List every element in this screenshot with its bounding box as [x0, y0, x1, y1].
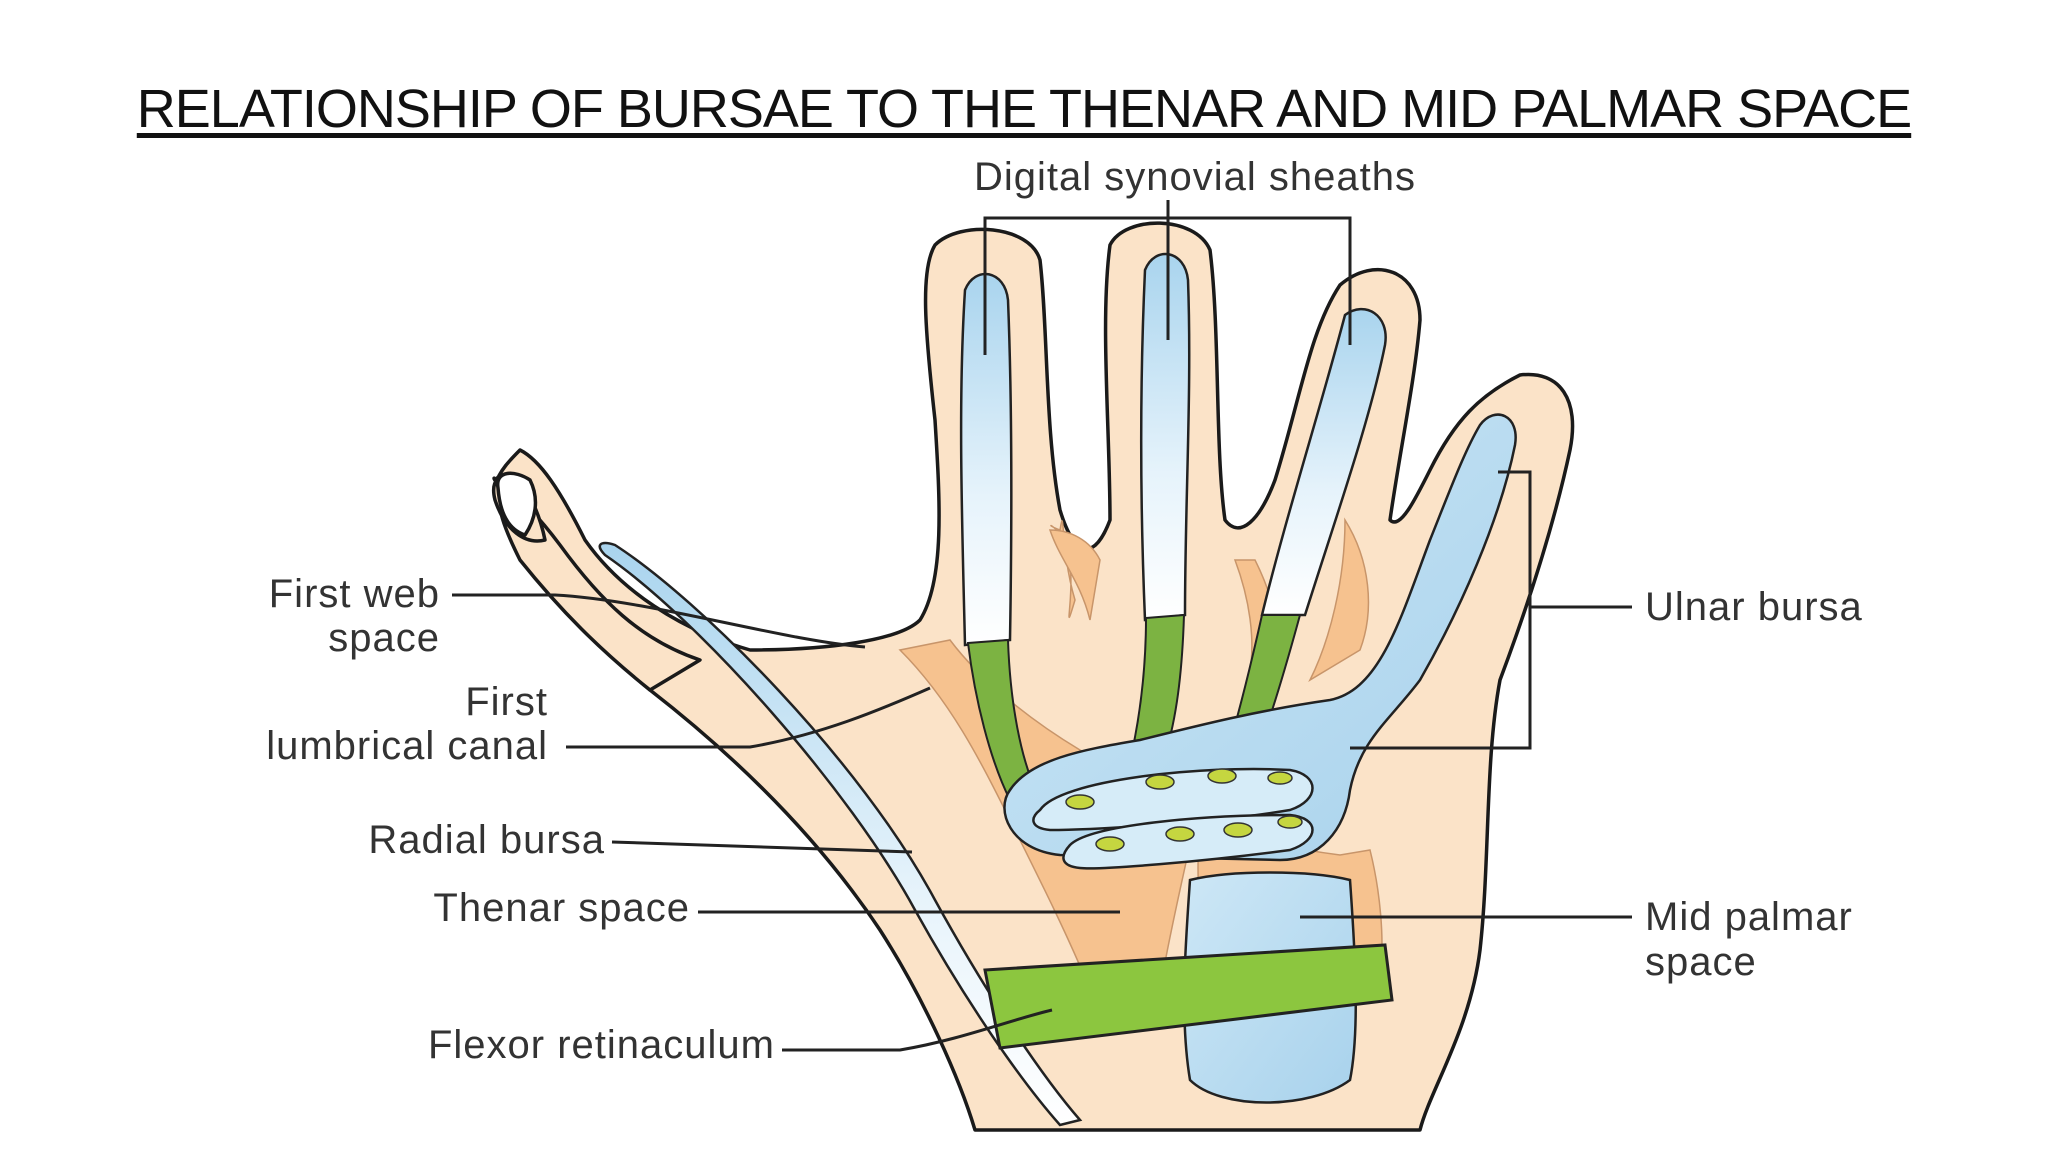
digital-sheaths [959, 252, 1387, 647]
label-thenar-space: Thenar space [433, 886, 690, 930]
label-radial-bursa: Radial bursa [368, 818, 605, 862]
ulnar-bursa [1003, 413, 1517, 862]
label-first-web-space-2: space [328, 616, 440, 660]
label-mid-palmar-space-1: Mid palmar [1645, 895, 1853, 939]
ulnar-bursa-bracket [1350, 470, 1532, 750]
label-first-lumbrical-canal-1: First [465, 680, 548, 724]
flexor-retinaculum-band [983, 943, 1394, 1050]
label-ulnar-bursa: Ulnar bursa [1645, 585, 1863, 629]
sheaths-bracket [983, 200, 1352, 355]
slide-title: RELATIONSHIP OF BURSAE TO THE THENAR AND… [136, 79, 1912, 139]
leader-flexor-retinaculum [782, 1008, 1053, 1052]
leader-first-lumbrical-canal [566, 686, 931, 749]
label-mid-palmar-space-2: space [1645, 940, 1757, 984]
radial-bursa [598, 541, 1083, 1127]
label-first-lumbrical-canal-2: lumbrical canal [266, 724, 548, 768]
label-digital-synovial-sheaths: Digital synovial sheaths [974, 155, 1416, 199]
leader-radial-bursa [611, 840, 913, 854]
leader-first-web-space [452, 593, 866, 649]
tendon-ovals [1032, 767, 1314, 870]
label-first-web-space-1: First web [269, 572, 440, 616]
label-flexor-retinaculum: Flexor retinaculum [428, 1023, 775, 1067]
